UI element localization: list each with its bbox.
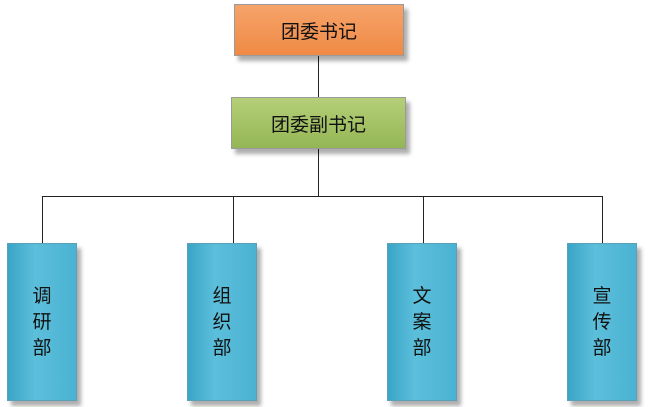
node-publicity-dept-label: 宣 传 部 — [592, 283, 611, 361]
dept-char: 案 — [412, 311, 432, 333]
connector-horizontal-bus — [42, 196, 603, 197]
dept-char: 织 — [212, 311, 232, 333]
connector-dept-4 — [602, 196, 603, 243]
node-secretary-label: 团委书记 — [280, 20, 357, 43]
node-deputy-secretary-label: 团委副书记 — [270, 113, 366, 136]
dept-char: 部 — [592, 337, 612, 359]
node-research-dept: 调 研 部 — [7, 243, 77, 401]
dept-char: 部 — [412, 337, 432, 359]
dept-char: 研 — [32, 311, 52, 333]
node-publicity-dept: 宣 传 部 — [567, 243, 637, 401]
dept-char: 文 — [412, 285, 432, 307]
dept-char: 宣 — [592, 285, 612, 307]
dept-char: 部 — [32, 337, 52, 359]
node-secretary: 团委书记 — [234, 4, 404, 56]
connector-deputy-bus — [318, 149, 319, 196]
node-research-dept-label: 调 研 部 — [32, 283, 51, 361]
dept-char: 组 — [212, 285, 232, 307]
node-deputy-secretary: 团委副书记 — [231, 97, 406, 149]
dept-char: 传 — [592, 311, 612, 333]
node-organization-dept-label: 组 织 部 — [212, 283, 231, 361]
node-copywriting-dept: 文 案 部 — [387, 243, 457, 401]
connector-dept-1 — [42, 196, 43, 243]
dept-char: 部 — [212, 337, 232, 359]
connector-dept-2 — [233, 196, 234, 243]
dept-char: 调 — [32, 285, 52, 307]
connector-root-deputy — [318, 56, 319, 97]
connector-dept-3 — [423, 196, 424, 243]
node-copywriting-dept-label: 文 案 部 — [412, 283, 431, 361]
node-organization-dept: 组 织 部 — [187, 243, 257, 401]
